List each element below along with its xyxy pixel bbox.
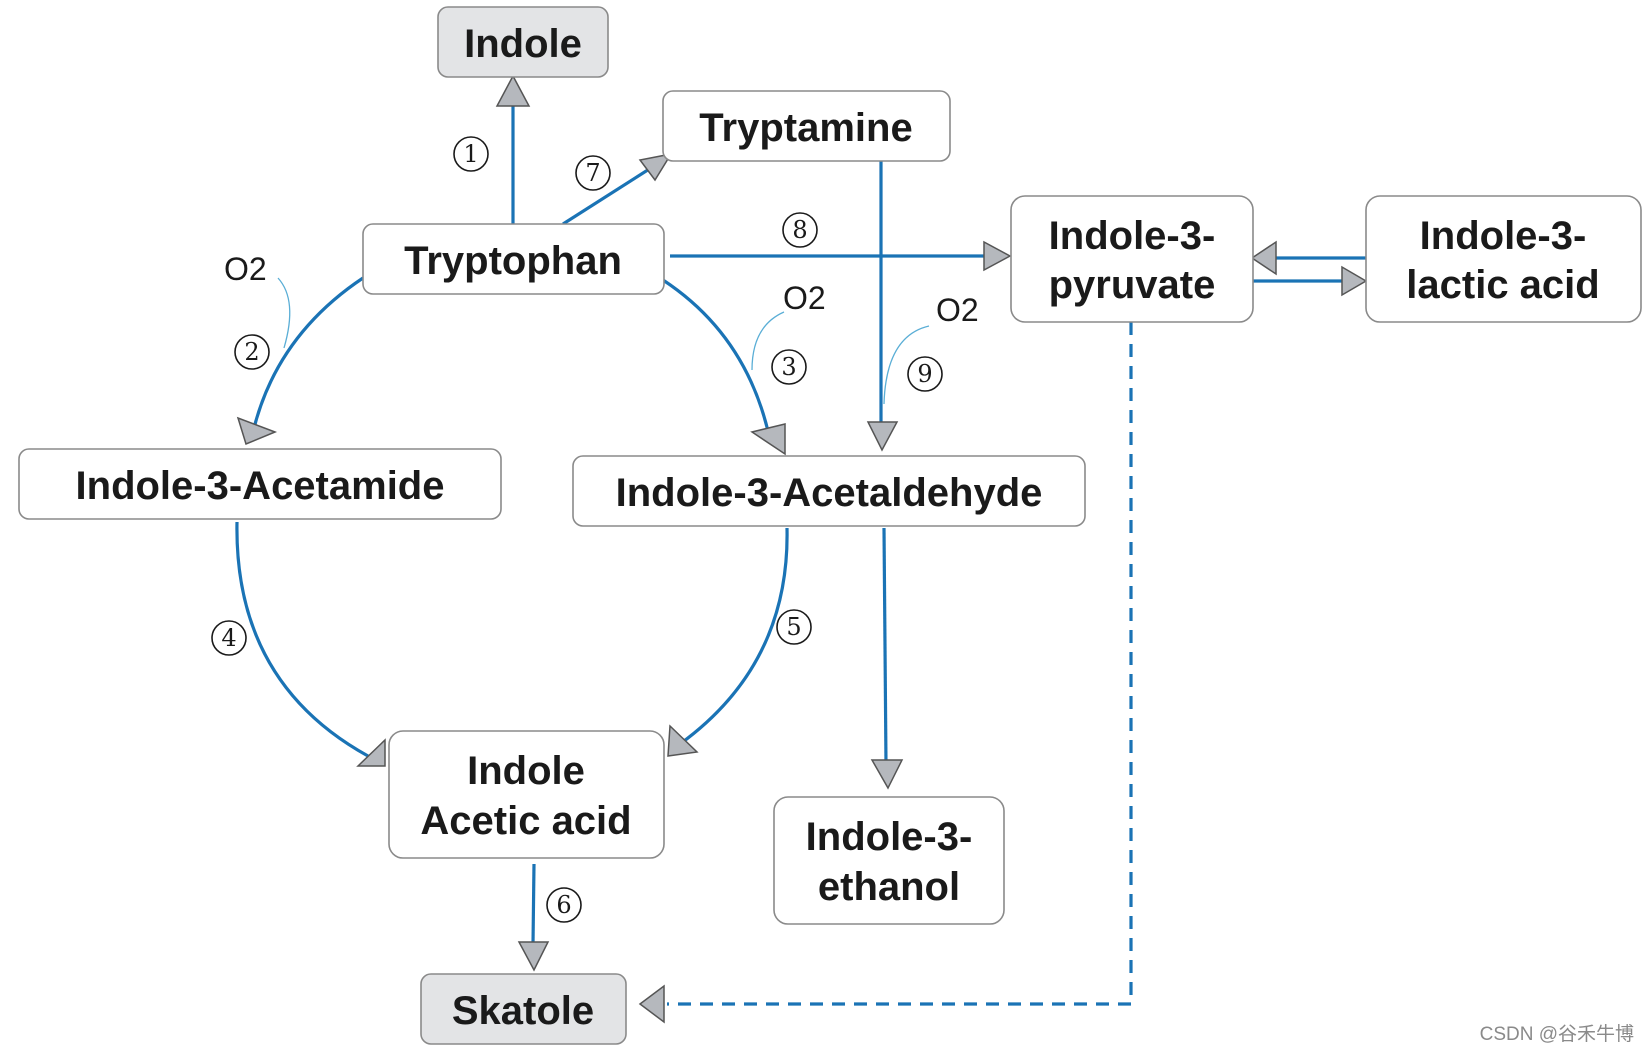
- edge-tryptophan-to-indole-3-acetaldehyde: [662, 278, 772, 441]
- svg-text:1: 1: [463, 140, 478, 168]
- node-indole-3-acetamide[interactable]: Indole-3-Acetamide: [18, 448, 502, 520]
- step-marker-2: 2: [234, 334, 270, 370]
- step-marker-1: 1: [453, 136, 489, 172]
- edge-tryptophan-to-tryptamine: [562, 164, 655, 226]
- step-marker-7: 7: [575, 155, 611, 191]
- arrowhead-acetaldehyde-to-iaa: [667, 724, 699, 757]
- node-skatole[interactable]: Skatole: [420, 973, 627, 1045]
- svg-text:8: 8: [792, 216, 807, 244]
- arrowhead-skatole: [517, 941, 550, 972]
- step-markers: 1 2 3 4 5 6 7 8: [211, 136, 943, 923]
- arrowhead-indole-3-acetaldehyde: [750, 423, 786, 456]
- arrowhead-indole-3-pyruvate: [983, 240, 1012, 272]
- node-indole-label: Indole: [464, 22, 582, 66]
- arrowhead-pyruvate-from-lactic: [1250, 240, 1277, 276]
- node-indole-3-acetaldehyde-label: Indole-3-Acetaldehyde: [616, 471, 1043, 515]
- arrowhead-skatole-dashed: [638, 984, 665, 1024]
- node-indole-3-pyruvate-label-line1: Indole-3-: [1049, 214, 1216, 258]
- svg-text:7: 7: [585, 159, 600, 187]
- node-indole-3-ethanol[interactable]: Indole-3- ethanol: [773, 796, 1005, 925]
- edge-acetaldehyde-to-indole-acetic-acid: [679, 527, 789, 746]
- o2-label-step-9: O2: [936, 292, 979, 328]
- arrowhead-acetamide-to-iaa: [356, 738, 386, 767]
- arrowhead-lactic-from-pyruvate: [1341, 265, 1368, 297]
- node-indole[interactable]: Indole: [437, 6, 609, 78]
- o2-label-step-2: O2: [224, 251, 267, 287]
- step-marker-9: 9: [907, 356, 943, 392]
- edge-tryptophan-to-indole-3-acetamide: [251, 276, 364, 433]
- node-indole-3-acetamide-label: Indole-3-Acetamide: [76, 464, 445, 508]
- node-tryptamine[interactable]: Tryptamine: [662, 90, 951, 162]
- step-marker-5: 5: [776, 609, 812, 645]
- node-indole-acetic-acid[interactable]: Indole Acetic acid: [388, 730, 665, 859]
- edge-acetamide-to-indole-acetic-acid: [235, 521, 369, 758]
- node-skatole-label: Skatole: [452, 989, 594, 1033]
- edge-acetaldehyde-to-indole-3-ethanol: [882, 527, 888, 765]
- node-indole-acetic-acid-label-line2: Acetic acid: [420, 799, 631, 843]
- step-marker-8: 8: [782, 212, 818, 248]
- svg-text:5: 5: [786, 613, 801, 641]
- svg-text:9: 9: [917, 360, 932, 388]
- edges: [235, 104, 1366, 1006]
- svg-text:2: 2: [244, 338, 259, 366]
- node-tryptophan[interactable]: Tryptophan: [362, 223, 665, 295]
- step-marker-4: 4: [211, 620, 247, 656]
- node-tryptamine-label: Tryptamine: [699, 106, 912, 150]
- arrowheads: [236, 74, 1368, 1024]
- node-indole-3-pyruvate[interactable]: Indole-3- pyruvate: [1010, 195, 1254, 323]
- o2-labels: O2 O2 O2: [224, 251, 979, 328]
- watermark-text: CSDN @谷禾牛博: [1480, 1023, 1634, 1045]
- edge-indole-acetic-acid-to-skatole: [531, 863, 536, 945]
- o2-curves: [277, 277, 930, 405]
- step-marker-3: 3: [771, 349, 807, 385]
- node-indole-3-ethanol-label-line1: Indole-3-: [806, 815, 973, 859]
- o2-label-step-3: O2: [783, 280, 826, 316]
- node-indole-3-acetaldehyde[interactable]: Indole-3-Acetaldehyde: [572, 455, 1086, 527]
- arrowhead-indole: [495, 74, 531, 107]
- node-indole-acetic-acid-label-line1: Indole: [467, 749, 585, 793]
- svg-text:4: 4: [221, 624, 236, 652]
- node-tryptophan-label: Tryptophan: [404, 239, 622, 283]
- edge-pyruvate-to-skatole-dashed: [667, 322, 1133, 1006]
- node-indole-3-lactic-acid[interactable]: Indole-3- lactic acid: [1365, 195, 1642, 323]
- o2-curve-step-2: [277, 277, 291, 349]
- o2-curve-step-9: [883, 325, 930, 405]
- step-marker-6: 6: [546, 887, 582, 923]
- svg-text:6: 6: [556, 891, 571, 919]
- node-indole-3-lactic-acid-label-line1: Indole-3-: [1420, 214, 1587, 258]
- node-indole-3-pyruvate-label-line2: pyruvate: [1049, 263, 1216, 307]
- arrowhead-tryptamine-to-acetaldehyde: [866, 421, 899, 452]
- arrowhead-indole-3-acetamide: [236, 416, 278, 446]
- nodes: Indole Tryptamine Tryptophan Indole-3- p…: [18, 6, 1642, 1045]
- node-indole-3-ethanol-label-line2: ethanol: [818, 865, 960, 909]
- o2-curve-step-3: [751, 311, 785, 371]
- node-indole-3-lactic-acid-label-line2: lactic acid: [1406, 263, 1599, 307]
- svg-text:3: 3: [781, 353, 796, 381]
- arrowhead-indole-3-ethanol: [870, 759, 904, 790]
- arrowhead-tryptamine: [638, 152, 673, 182]
